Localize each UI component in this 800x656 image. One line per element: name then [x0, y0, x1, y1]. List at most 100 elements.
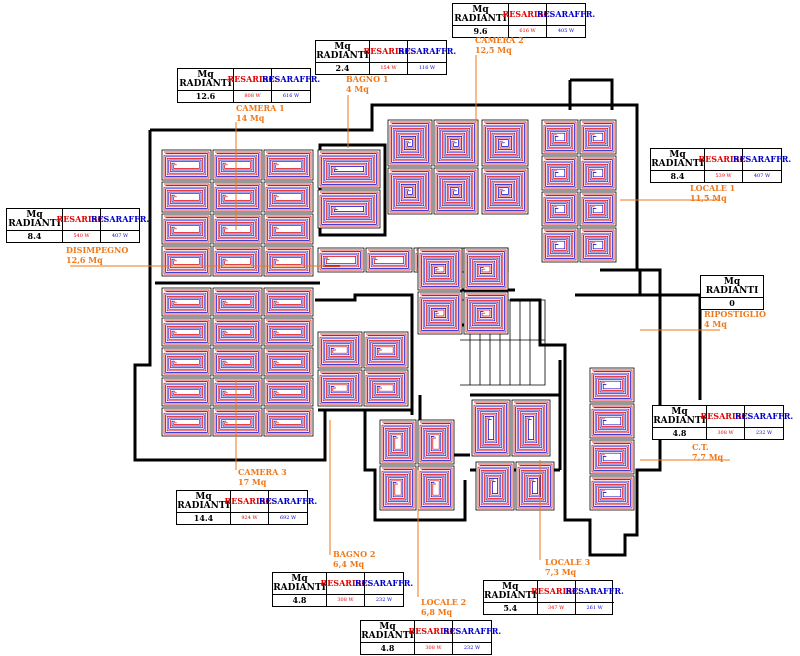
- cooling-coil: [545, 159, 575, 187]
- radiant-panels-camera2b: [481, 119, 529, 215]
- heating-coil: [543, 121, 577, 153]
- radiant-panel: [161, 317, 212, 347]
- heating-coil: [319, 249, 363, 271]
- radiant-panel: [212, 287, 263, 317]
- heating-coil: [214, 183, 261, 211]
- heating-coil: [163, 151, 210, 179]
- heating-coil: [163, 183, 210, 211]
- radiant-panel: [263, 287, 314, 317]
- heating-coil: [367, 249, 411, 271]
- cooling-coil: [165, 351, 208, 373]
- heating-coil: [513, 401, 549, 455]
- heating-coil: [419, 421, 453, 463]
- radiant-panel: [212, 407, 263, 437]
- heating-coil: [517, 463, 553, 509]
- radiant-panel: [363, 331, 409, 369]
- cooling-coil: [321, 193, 377, 225]
- radiant-panel: [161, 245, 212, 277]
- heating-coil: [214, 319, 261, 345]
- cooling-coil: [165, 185, 208, 209]
- radiant-panel: [541, 155, 579, 191]
- cooling-coil: [216, 153, 259, 177]
- heating-coil: [465, 293, 507, 333]
- radiant-panels-locale3b: [475, 461, 555, 511]
- cooling-coil: [267, 185, 310, 209]
- radiant-panels-locale2: [379, 419, 455, 511]
- radiant-panel: [212, 317, 263, 347]
- radiant-panel: [212, 149, 263, 181]
- heating-coil: [163, 319, 210, 345]
- cooling-coil: [583, 123, 613, 151]
- cooling-coil: [369, 251, 409, 269]
- cooling-coil: [267, 291, 310, 313]
- heating-coil: [265, 319, 312, 345]
- radiant-panels-locale3: [471, 399, 551, 457]
- heating-coil: [319, 333, 361, 367]
- radiant-panel: [589, 367, 635, 403]
- radiant-panels-camera1: [161, 149, 314, 277]
- cooling-coil: [583, 195, 613, 223]
- cooling-coil: [515, 403, 547, 453]
- heating-coil: [214, 289, 261, 315]
- radiant-panel: [263, 347, 314, 377]
- heating-coil: [483, 121, 527, 165]
- radiant-panel: [161, 407, 212, 437]
- cooling-coil: [267, 217, 310, 241]
- radiant-panel: [379, 419, 417, 465]
- table-ripostiglio: Mq RADIANTI 0: [700, 275, 764, 310]
- radiant-panels-camera3: [161, 287, 314, 437]
- heating-coil: [214, 409, 261, 435]
- cooling-coil: [593, 479, 631, 507]
- radiant-panels-locale1: [541, 119, 617, 263]
- cooling-coil: [267, 411, 310, 433]
- heating-coil: [365, 371, 407, 405]
- heating-coil: [163, 215, 210, 243]
- heating-coil: [265, 409, 312, 435]
- cooling-coil: [437, 171, 475, 211]
- cooling-coil: [367, 373, 405, 403]
- heating-coil: [473, 401, 509, 455]
- cooling-coil: [593, 371, 631, 399]
- radiant-panel: [579, 155, 617, 191]
- heating-coil: [265, 289, 312, 315]
- cooling-coil: [165, 153, 208, 177]
- heating-coil: [465, 249, 507, 289]
- heating-coil: [265, 215, 312, 243]
- cooling-coil: [383, 469, 413, 507]
- cooling-coil: [216, 381, 259, 403]
- cooling-coil: [165, 381, 208, 403]
- radiant-panel: [379, 465, 417, 511]
- cooling-coil: [367, 335, 405, 365]
- cooling-coil: [593, 407, 631, 435]
- radiant-panel: [541, 119, 579, 155]
- radiant-panel: [263, 317, 314, 347]
- radiant-panel: [161, 377, 212, 407]
- cooling-coil: [391, 123, 429, 163]
- radiant-panel: [263, 181, 314, 213]
- radiant-panel: [317, 149, 381, 189]
- radiant-panel: [589, 439, 635, 475]
- radiant-panel: [579, 191, 617, 227]
- cooling-coil: [267, 351, 310, 373]
- heating-coil: [265, 379, 312, 405]
- heating-coil: [581, 121, 615, 153]
- cooling-coil: [467, 295, 505, 331]
- heating-coil: [435, 169, 477, 213]
- heating-coil: [214, 215, 261, 243]
- cooling-coil: [583, 159, 613, 187]
- radiant-panel: [263, 377, 314, 407]
- radiant-panel: [541, 227, 579, 263]
- radiant-panel: [317, 189, 381, 229]
- radiant-panel: [515, 461, 555, 511]
- cooling-coil: [593, 443, 631, 471]
- radiant-panel: [161, 347, 212, 377]
